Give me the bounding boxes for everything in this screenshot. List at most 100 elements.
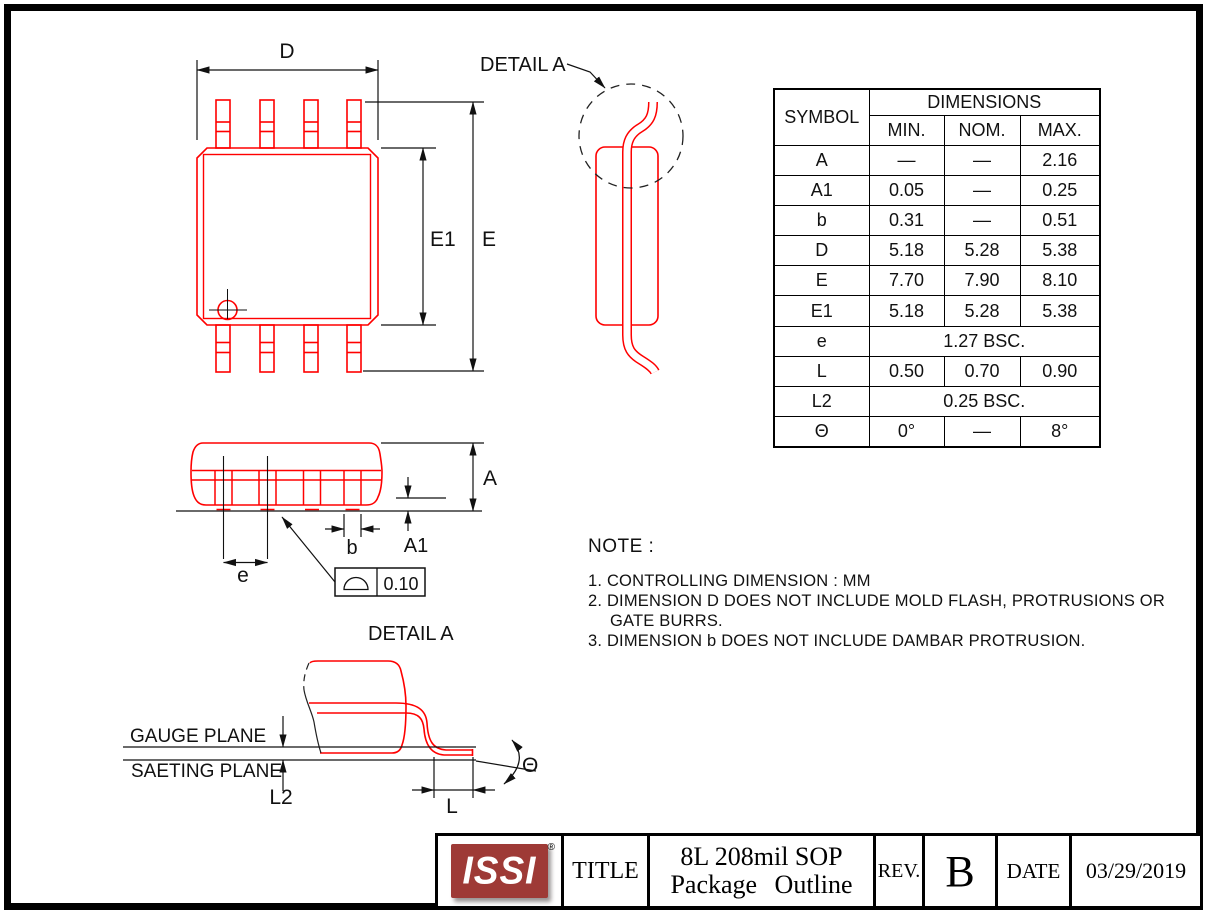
break-line-dashed <box>303 662 310 691</box>
date-value-cell: 03/29/2019 <box>1085 858 1187 883</box>
rev-label-cell: REV. <box>876 836 925 906</box>
symbol-cell: b <box>773 204 870 237</box>
title-label-cell: TITLE <box>564 836 650 906</box>
table-row: E1 5.18 5.28 5.38 <box>773 295 1101 327</box>
max-cell: 5.38 <box>1019 295 1101 327</box>
dimensions-table: SYMBOL DIMENSIONS MIN. NOM. MAX. A — — 2… <box>773 88 1102 449</box>
dim-label-a1: A1 <box>404 535 428 557</box>
symbol-cell: L2 <box>773 385 870 418</box>
span-cell: 1.27 BSC. <box>868 325 1101 357</box>
table-header-max: MAX. <box>1019 114 1101 146</box>
issi-logo-text: ISSI <box>462 848 537 892</box>
date-label-cell: DATE <box>998 836 1072 906</box>
max-cell: 8° <box>1019 416 1101 448</box>
logo-cell: ISSI ® <box>438 836 564 906</box>
symbol-cell: L <box>773 355 870 388</box>
dim-label-d: D <box>279 40 294 63</box>
note-item-2: 2. DIMENSION D DOES NOT INCLUDE MOLD FLA… <box>588 592 1165 630</box>
detail-a-callout-label: DETAIL A <box>480 54 566 76</box>
dim-label-l: L <box>446 795 458 818</box>
max-cell: 2.16 <box>1019 144 1101 176</box>
nom-cell: — <box>943 144 1021 176</box>
max-cell: 0.90 <box>1019 355 1101 388</box>
notes-heading: NOTE : <box>588 536 655 557</box>
table-header-dimensions: DIMENSIONS <box>868 88 1101 116</box>
symbol-cell: A1 <box>773 174 870 206</box>
table-row: b 0.31 — 0.51 <box>773 204 1101 237</box>
max-cell: 0.51 <box>1019 204 1101 237</box>
dim-l <box>412 757 495 798</box>
flatness-symbol-icon <box>343 576 369 591</box>
symbol-cell: A <box>773 144 870 176</box>
min-cell: 5.18 <box>868 295 945 327</box>
nom-cell: — <box>943 174 1021 206</box>
detail-lead-outline <box>309 702 474 756</box>
table-header-symbol: SYMBOL <box>773 88 870 146</box>
pin1-crosshair <box>209 289 247 319</box>
table-header-min: MIN. <box>868 114 945 146</box>
dim-label-b: b <box>346 537 357 559</box>
table-row: L 0.50 0.70 0.90 <box>773 355 1101 388</box>
seating-plane-label: SAETING PLANE <box>131 761 282 782</box>
flatness-leader <box>281 516 336 583</box>
min-cell: 0.50 <box>868 355 945 388</box>
detail-body-outline <box>309 660 407 754</box>
note-item-3: 3. DIMENSION b DOES NOT INCLUDE DAMBAR P… <box>588 632 1086 650</box>
max-cell: 8.10 <box>1019 265 1101 297</box>
break-line <box>303 689 322 754</box>
dim-e <box>363 101 484 372</box>
dim-e1 <box>381 147 436 326</box>
dim-label-e-pitch: e <box>237 564 249 587</box>
symbol-cell: D <box>773 235 870 267</box>
drawing-title-line2: Package Outline <box>670 870 853 899</box>
symbol-cell: e <box>773 325 870 357</box>
min-cell: 0.05 <box>868 174 945 206</box>
issi-logo: ISSI <box>451 844 548 898</box>
top-pins <box>215 99 362 149</box>
dim-theta <box>475 739 537 785</box>
dim-a <box>381 442 484 512</box>
min-cell: 7.70 <box>868 265 945 297</box>
gauge-plane-label: GAUGE PLANE <box>130 726 266 747</box>
nom-cell: 0.70 <box>943 355 1021 388</box>
min-cell: — <box>868 144 945 176</box>
dim-label-l2: L2 <box>269 786 292 809</box>
package-body-outline <box>196 147 379 326</box>
bottom-pins <box>215 324 362 373</box>
min-cell: 0° <box>868 416 945 448</box>
nom-cell: 5.28 <box>943 295 1021 327</box>
end-view-lead-fill <box>623 101 659 374</box>
dim-label-e1: E1 <box>430 228 456 251</box>
table-row: A1 0.05 — 0.25 <box>773 174 1101 206</box>
table-row: D 5.18 5.28 5.38 <box>773 235 1101 267</box>
flatness-callout: 0.10 <box>281 516 426 597</box>
package-body-inner-line <box>202 153 372 320</box>
drawing-title-cell: 8L 208mil SOP Package Outline <box>650 836 876 906</box>
symbol-cell: E1 <box>773 295 870 327</box>
nom-cell: 7.90 <box>943 265 1021 297</box>
flatness-value: 0.10 <box>383 574 418 594</box>
span-cell: 0.25 BSC. <box>868 385 1101 418</box>
symbol-cell: E <box>773 265 870 297</box>
table-row: A — — 2.16 <box>773 144 1101 176</box>
dim-b <box>325 514 380 537</box>
max-cell: 0.25 <box>1019 174 1101 206</box>
drawing-title-line1: 8L 208mil SOP <box>680 842 843 871</box>
max-cell: 5.38 <box>1019 235 1101 267</box>
detail-a-callout-circle <box>578 83 684 189</box>
min-cell: 0.31 <box>868 204 945 237</box>
title-block: ISSI ® TITLE 8L 208mil SOP Package Outli… <box>435 833 1203 909</box>
nom-cell: 5.28 <box>943 235 1021 267</box>
symbol-cell: Θ <box>773 416 870 448</box>
table-row: e 1.27 BSC. <box>773 325 1101 357</box>
detail-a-view-title: DETAIL A <box>368 623 454 645</box>
table-row: L2 0.25 BSC. <box>773 385 1101 418</box>
front-view-leadframe-lines <box>192 469 381 481</box>
detail-a-leader <box>566 63 606 89</box>
front-view-pins <box>214 470 362 511</box>
table-row: Θ 0° — 8° <box>773 416 1101 448</box>
dim-e-pitch <box>222 456 269 567</box>
min-cell: 5.18 <box>868 235 945 267</box>
